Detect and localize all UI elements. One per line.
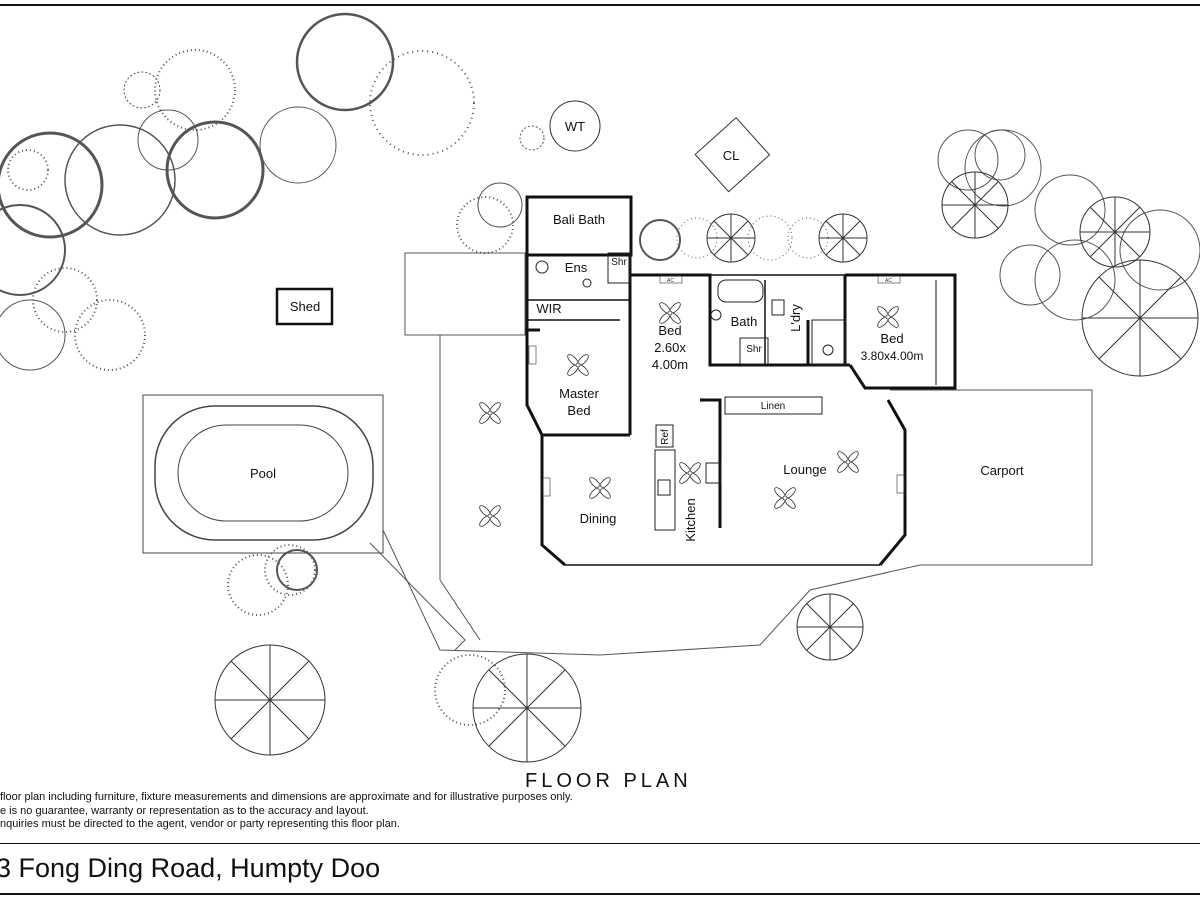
plan-title: FLOOR PLAN bbox=[525, 770, 692, 792]
room-bath: Bath bbox=[731, 314, 758, 329]
room-lounge: Lounge bbox=[783, 462, 826, 477]
room-laundry: L'dry bbox=[788, 304, 803, 332]
room-bed2-dim1: 2.60x bbox=[654, 340, 686, 355]
pool-outline bbox=[142, 394, 384, 554]
svg-text:AC: AC bbox=[667, 278, 674, 284]
room-kitchen: Kitchen bbox=[683, 498, 698, 541]
disclaimer: floor plan including furniture, fixture … bbox=[0, 791, 573, 832]
kitchen-bench bbox=[654, 449, 676, 531]
room-linen: Linen bbox=[761, 401, 785, 412]
disclaimer-line: e is no guarantee, warranty or represent… bbox=[0, 804, 369, 817]
linen-cupboard bbox=[724, 396, 823, 415]
room-ref: Ref bbox=[660, 429, 671, 445]
bathtub bbox=[717, 279, 764, 303]
fridge-space bbox=[655, 424, 674, 448]
room-bed3-dim: 3.80x4.00m bbox=[861, 349, 924, 363]
room-wir: WIR bbox=[536, 301, 561, 316]
trees-canopy bbox=[214, 171, 1199, 763]
room-master-1: Master bbox=[559, 386, 599, 401]
house-walls bbox=[525, 195, 957, 567]
top-border bbox=[0, 4, 1200, 6]
bottom-border bbox=[0, 893, 1200, 895]
site-paths bbox=[369, 252, 1093, 656]
room-shr-bath: Shr bbox=[746, 344, 762, 355]
room-bed2: Bed bbox=[658, 323, 681, 338]
disclaimer-line: nquiries must be directed to the agent, … bbox=[0, 818, 400, 830]
room-bed3: Bed bbox=[880, 331, 903, 346]
disclaimer-line: floor plan including furniture, fixture … bbox=[0, 791, 573, 803]
label-clothesline: CL bbox=[723, 148, 740, 163]
trees-outline bbox=[0, 12, 1200, 726]
svg-text:AC: AC bbox=[885, 278, 892, 284]
room-carport: Carport bbox=[980, 463, 1024, 478]
clothesline bbox=[694, 116, 771, 193]
room-master-2: Bed bbox=[567, 403, 590, 418]
property-address: 3 Fong Ding Road, Humpty Doo bbox=[0, 853, 381, 883]
room-bali-bath: Bali Bath bbox=[553, 212, 605, 227]
label-shed: Shed bbox=[290, 299, 320, 314]
water-tank bbox=[549, 100, 601, 152]
shed-outline bbox=[275, 287, 334, 326]
room-dining: Dining bbox=[580, 511, 617, 526]
label-water-tank: WT bbox=[565, 119, 585, 134]
room-ens: Ens bbox=[565, 260, 588, 275]
divider bbox=[0, 843, 1200, 844]
room-shr-ens: Shr bbox=[611, 257, 627, 268]
label-pool: Pool bbox=[250, 466, 276, 481]
room-bed2-dim2: 4.00m bbox=[652, 357, 688, 372]
